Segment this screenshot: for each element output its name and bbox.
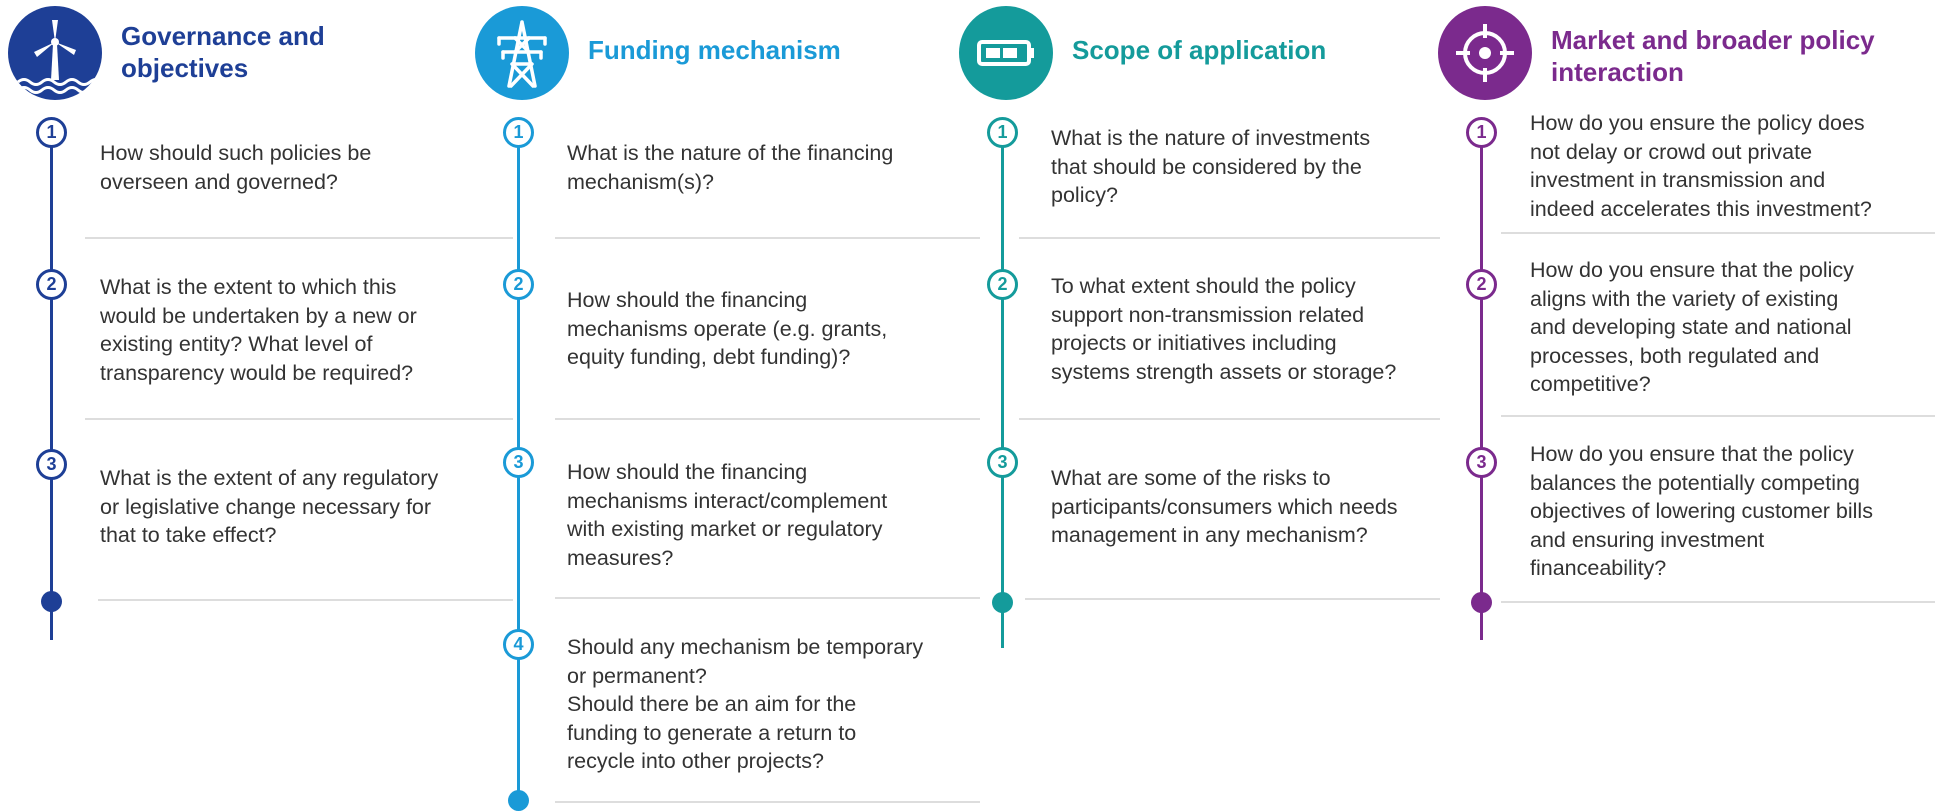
question-3: What is the extent of any regulatory or … [100,466,439,547]
separator [555,418,980,420]
separator [555,597,980,599]
column-title: Market and broader policy interaction [1551,25,1875,87]
column-funding: Funding mechanism 1 What is the nature o… [475,0,980,811]
question-1: How do you ensure the policy does not de… [1530,111,1872,221]
step-number-2: 2 [503,269,534,300]
step-number-2: 2 [987,269,1018,300]
step-number-1: 1 [1466,117,1497,148]
column-governance: Governance and objectives 1 How should s… [8,0,513,808]
question-2: How should the financing mechanisms oper… [567,288,888,369]
step-number-3: 3 [987,447,1018,478]
separator [98,599,513,601]
separator [85,237,513,239]
separator [1019,418,1440,420]
question-3: How should the financing mechanisms inte… [567,460,888,570]
question-3: What are some of the risks to participan… [1051,466,1398,547]
question-2: What is the extent to which this would b… [100,275,417,385]
step-number-1: 1 [987,117,1018,148]
separator [555,801,980,803]
timeline-end-dot [41,591,62,612]
timeline-end-dot [508,790,529,811]
question-1: What is the nature of investments that s… [1051,126,1371,207]
question-1: What is the nature of the financing mech… [567,141,894,194]
question-2: To what extent should the policy support… [1051,274,1397,384]
column-header: Funding mechanism [475,0,980,100]
column-market: Market and broader policy interaction 1 … [1438,0,1935,808]
step-number-2: 2 [36,269,67,300]
column-header: Scope of application [959,0,1464,100]
battery-icon [959,6,1053,100]
step-number-2: 2 [1466,269,1497,300]
timeline-end-dot [1471,592,1492,613]
separator [1501,232,1935,234]
step-number-1: 1 [503,117,534,148]
step-number-3: 3 [503,447,534,478]
question-2: How do you ensure that the policy aligns… [1530,258,1854,396]
timeline-line [1480,118,1483,640]
timeline-end-dot [992,592,1013,613]
timeline-line [50,118,53,640]
column-header: Governance and objectives [8,0,513,100]
step-number-3: 3 [1466,447,1497,478]
separator [1019,237,1440,239]
column-title: Scope of application [1072,35,1327,65]
question-4: Should any mechanism be temporary or per… [567,635,924,773]
separator [1501,415,1935,417]
separator [1025,598,1440,600]
question-3: How do you ensure that the policy balanc… [1530,442,1873,580]
column-title: Governance and objectives [121,21,325,83]
column-scope: Scope of application 1 What is the natur… [959,0,1464,808]
transmission-tower-icon [475,6,569,100]
timeline-line [1001,118,1004,648]
separator [85,418,513,420]
step-number-4: 4 [503,629,534,660]
step-number-1: 1 [36,117,67,148]
wind-turbine-icon [8,6,102,100]
target-icon [1438,6,1532,100]
column-title: Funding mechanism [588,35,841,65]
question-1: How should such policies be overseen and… [100,141,372,194]
step-number-3: 3 [36,449,67,480]
separator [1501,601,1935,603]
column-header: Market and broader policy interaction [1438,0,1935,100]
separator [555,237,980,239]
